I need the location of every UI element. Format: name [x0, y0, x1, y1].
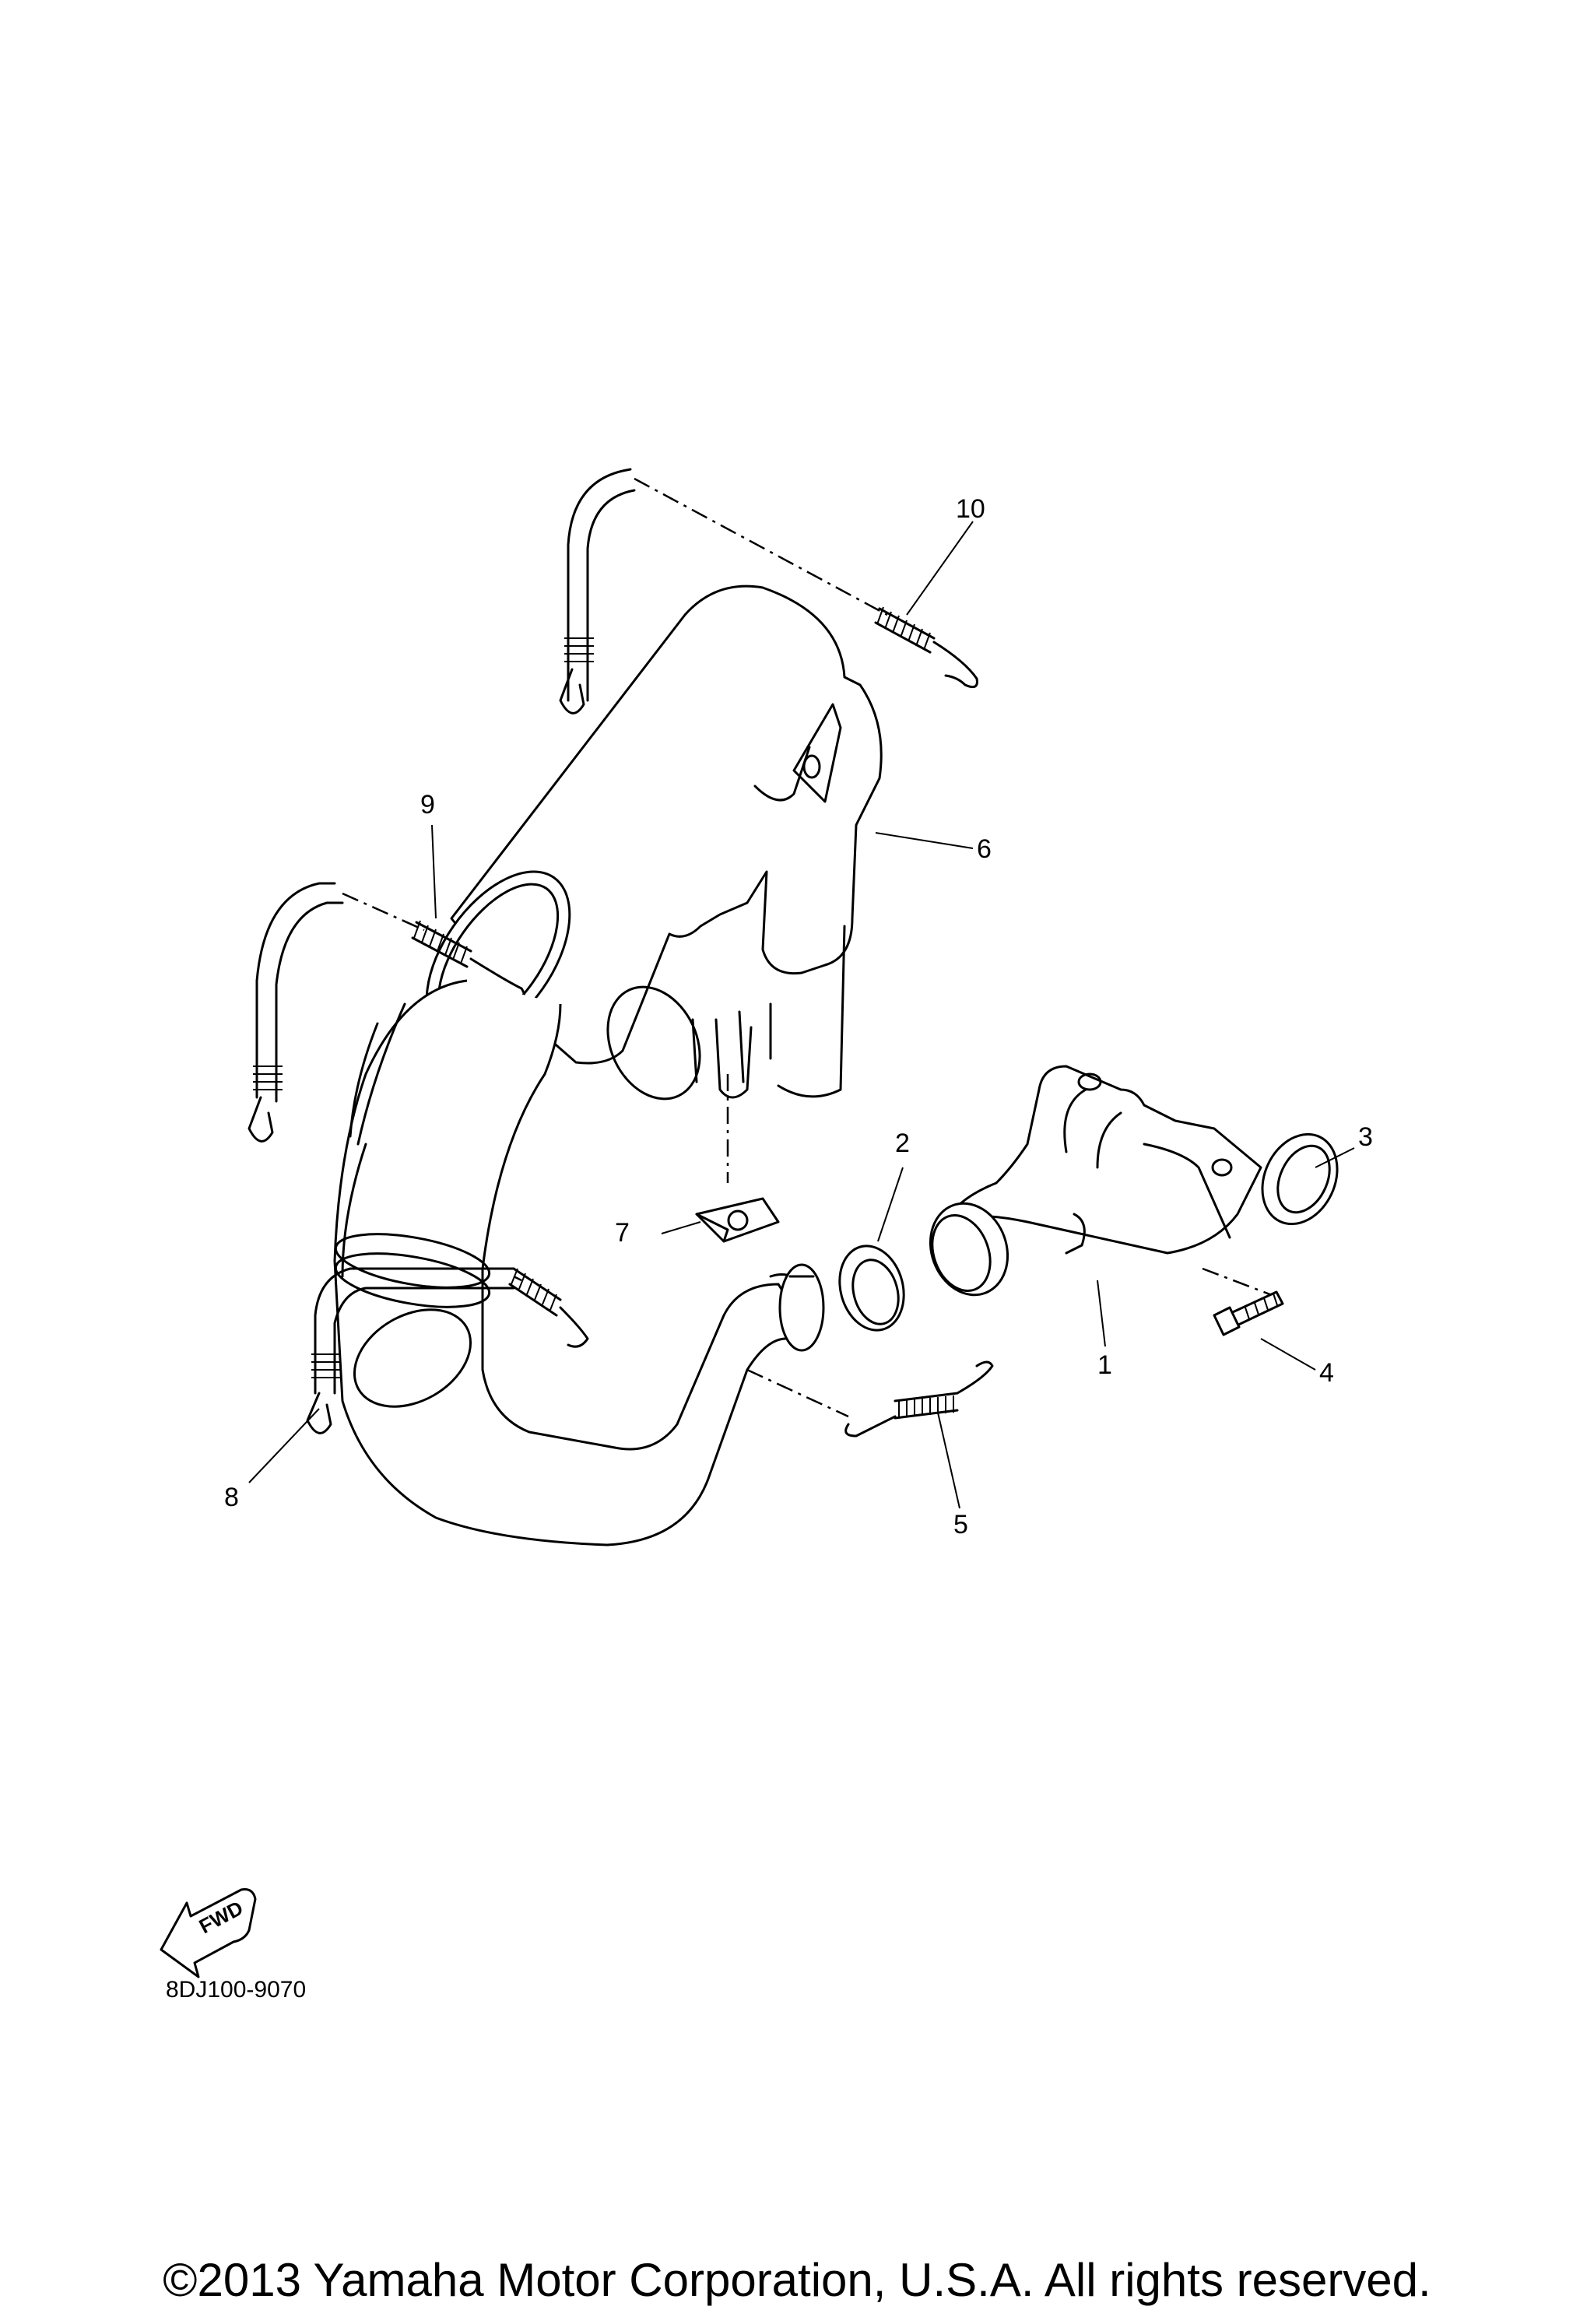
fwd-arrow-icon: FWD [160, 1888, 257, 1978]
callout-3: 3 [1358, 1122, 1373, 1152]
callout-5: 5 [953, 1510, 968, 1539]
part-10-spring-hook [559, 468, 978, 714]
part-8-coil [508, 1267, 589, 1348]
callout-4: 4 [1319, 1358, 1334, 1388]
callout-7: 7 [615, 1218, 630, 1248]
callout-1: 1 [1097, 1350, 1112, 1380]
callout-leaders [248, 521, 1355, 1509]
part-9-spring-hook [248, 882, 525, 1143]
callout-10: 10 [956, 494, 985, 524]
part-7-clip [695, 1197, 780, 1243]
part-10-coil [874, 606, 978, 689]
part-10-hook [559, 637, 594, 714]
part-9-hook [248, 1065, 283, 1143]
part-3-gasket [1261, 1132, 1339, 1226]
part-4-bolt [1213, 1290, 1284, 1336]
callout-2: 2 [895, 1129, 910, 1158]
drawing-code: 8DJ100-9070 [166, 1977, 307, 2003]
part-8-spring-hook [306, 1267, 589, 1434]
part-6-muffler [425, 585, 883, 1101]
part-2-gasket [838, 1244, 905, 1332]
callout-8: 8 [224, 1483, 239, 1512]
copyright-notice: ©2013 Yamaha Motor Corporation, U.S.A. A… [163, 2254, 1431, 2306]
callout-6: 6 [977, 834, 992, 864]
part-8-hook [306, 1353, 341, 1434]
part-8-exhaust-pipe [333, 979, 825, 1546]
callout-9: 9 [420, 790, 435, 820]
part-5-spring [746, 1360, 994, 1438]
part-1-exhaust-joint [929, 1065, 1262, 1297]
